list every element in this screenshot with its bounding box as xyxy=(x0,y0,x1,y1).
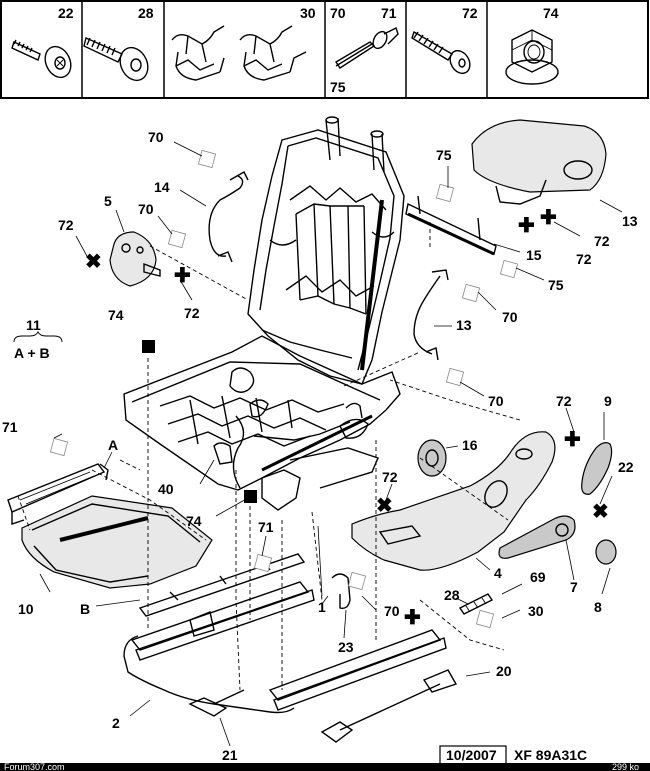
callout-75-upper: 75 xyxy=(436,147,452,163)
callout-74-lower: 74 xyxy=(186,513,202,529)
callout-72-right-upper: 72 xyxy=(594,233,610,249)
callout-72-right-mid: 72 xyxy=(576,251,592,267)
nut-markers xyxy=(142,340,257,503)
torx-flange-screw-icon xyxy=(11,39,72,79)
callout-2: 2 xyxy=(112,715,120,731)
callout-B: B xyxy=(80,601,90,617)
callout-7: 7 xyxy=(570,579,578,595)
callout-15: 15 xyxy=(526,247,542,263)
seat-slide-rails xyxy=(130,581,447,711)
screw-marker-c: ✚ xyxy=(540,207,557,229)
legend-label-75: 75 xyxy=(330,79,346,95)
footer: 10/2007 XF 89A31C Forum307.com 299 ko xyxy=(0,745,650,771)
callout-leaders xyxy=(39,141,623,747)
callout-labels: 70 14 70 5 72 72 11 A + B 74 75 13 72 15… xyxy=(2,129,638,763)
cable-harness-13 xyxy=(413,269,449,361)
screw-marker-a: ✖ xyxy=(85,251,102,273)
seat-base-wire-frame xyxy=(123,635,458,743)
cover-cap-8 xyxy=(595,539,617,565)
callout-40: 40 xyxy=(158,481,174,497)
pivot-bracket-5 xyxy=(109,231,161,287)
callout-14: 14 xyxy=(154,179,170,195)
footer-date: 10/2007 xyxy=(446,747,497,763)
screw-marker-e: ✚ xyxy=(564,429,581,451)
side-trim-panel-4 xyxy=(351,431,556,571)
callout-21: 21 xyxy=(222,747,238,763)
callout-30: 30 xyxy=(528,603,544,619)
footer-reference: XF 89A31C xyxy=(514,747,587,763)
callout-74-upper: 74 xyxy=(108,307,124,323)
screw-marker-f: ✖ xyxy=(592,501,609,523)
callout-4: 4 xyxy=(494,565,502,581)
footer-watermark: Forum307.com xyxy=(4,762,65,771)
callout-5: 5 xyxy=(104,193,112,209)
callout-A: A xyxy=(108,437,118,453)
footer-file-size: 299 ko xyxy=(612,762,639,771)
callout-70-right-lower: 70 xyxy=(488,393,504,409)
callout-71-right: 71 xyxy=(258,519,274,535)
fastener-legend-table: 22 28 30 70 71 75 72 74 xyxy=(0,0,649,99)
screw-marker-g: ✖ xyxy=(376,495,393,517)
callout-23: 23 xyxy=(338,639,354,655)
cushion-tray-10 xyxy=(21,495,213,589)
callout-1: 1 xyxy=(318,599,326,615)
legend-label-22: 22 xyxy=(58,5,74,21)
footer-bar xyxy=(0,763,650,771)
callout-10: 10 xyxy=(18,601,34,617)
callout-16: 16 xyxy=(462,437,478,453)
callout-22: 22 xyxy=(618,459,634,475)
legend-label-30: 30 xyxy=(300,5,316,21)
self-tapping-screw-icon xyxy=(411,30,471,75)
callout-70-right-upper: 70 xyxy=(502,309,518,325)
callout-71-left: 71 xyxy=(2,419,18,435)
legend-label-70: 70 xyxy=(330,5,346,21)
screw-marker-d: ✚ xyxy=(518,215,535,237)
legend-label-28: 28 xyxy=(138,5,154,21)
callout-28: 28 xyxy=(444,587,460,603)
callout-72-left: 72 xyxy=(58,217,74,233)
bolt-69 xyxy=(458,593,494,615)
trim-bracket-bar xyxy=(405,195,497,256)
push-pin-rivet-icon xyxy=(335,27,399,69)
callout-70-bottom: 70 xyxy=(384,603,400,619)
seat-cushion-frame xyxy=(123,335,401,511)
small-bracket-23 xyxy=(331,573,351,610)
threaded-screw-icon xyxy=(83,37,149,82)
screw-marker-b: ✚ xyxy=(174,265,191,287)
legend-label-74: 74 xyxy=(543,5,559,21)
cable-harness-14 xyxy=(208,171,249,263)
callout-69: 69 xyxy=(530,569,546,585)
recline-handle-7 xyxy=(498,515,576,559)
recliner-hub-16 xyxy=(417,439,447,477)
callout-13-headrest: 13 xyxy=(622,213,638,229)
callout-9: 9 xyxy=(604,393,612,409)
seat-back-frame xyxy=(247,116,405,385)
rivet-markers xyxy=(49,149,519,629)
callout-72-left-lower: 72 xyxy=(184,305,200,321)
callout-8: 8 xyxy=(594,599,602,615)
callout-75-right: 75 xyxy=(548,277,564,293)
callout-70-top: 70 xyxy=(148,129,164,145)
screw-marker-h: ✚ xyxy=(404,607,421,629)
legend-label-72: 72 xyxy=(462,5,478,21)
rail-trim-71-left xyxy=(7,463,109,525)
callout-72-middle: 72 xyxy=(382,469,398,485)
callout-13-cable: 13 xyxy=(456,317,472,333)
callout-A-plus-B: A + B xyxy=(14,345,50,361)
callout-72-right-lever: 72 xyxy=(556,393,572,409)
alignment-lines xyxy=(17,222,521,691)
headrest-pad xyxy=(471,119,607,205)
callout-11: 11 xyxy=(26,317,41,333)
hex-flange-nut-icon xyxy=(505,29,559,85)
callout-20: 20 xyxy=(496,663,512,679)
legend-label-71: 71 xyxy=(381,5,397,21)
screw-markers: ✖ ✚ ✚ ✚ ✚ ✖ ✖ ✚ xyxy=(85,207,609,629)
seat-clip-pair-icon xyxy=(171,25,307,81)
adjust-lever-9 xyxy=(581,442,613,495)
callout-70-upper-left: 70 xyxy=(138,201,154,217)
brace-11 xyxy=(13,330,63,343)
